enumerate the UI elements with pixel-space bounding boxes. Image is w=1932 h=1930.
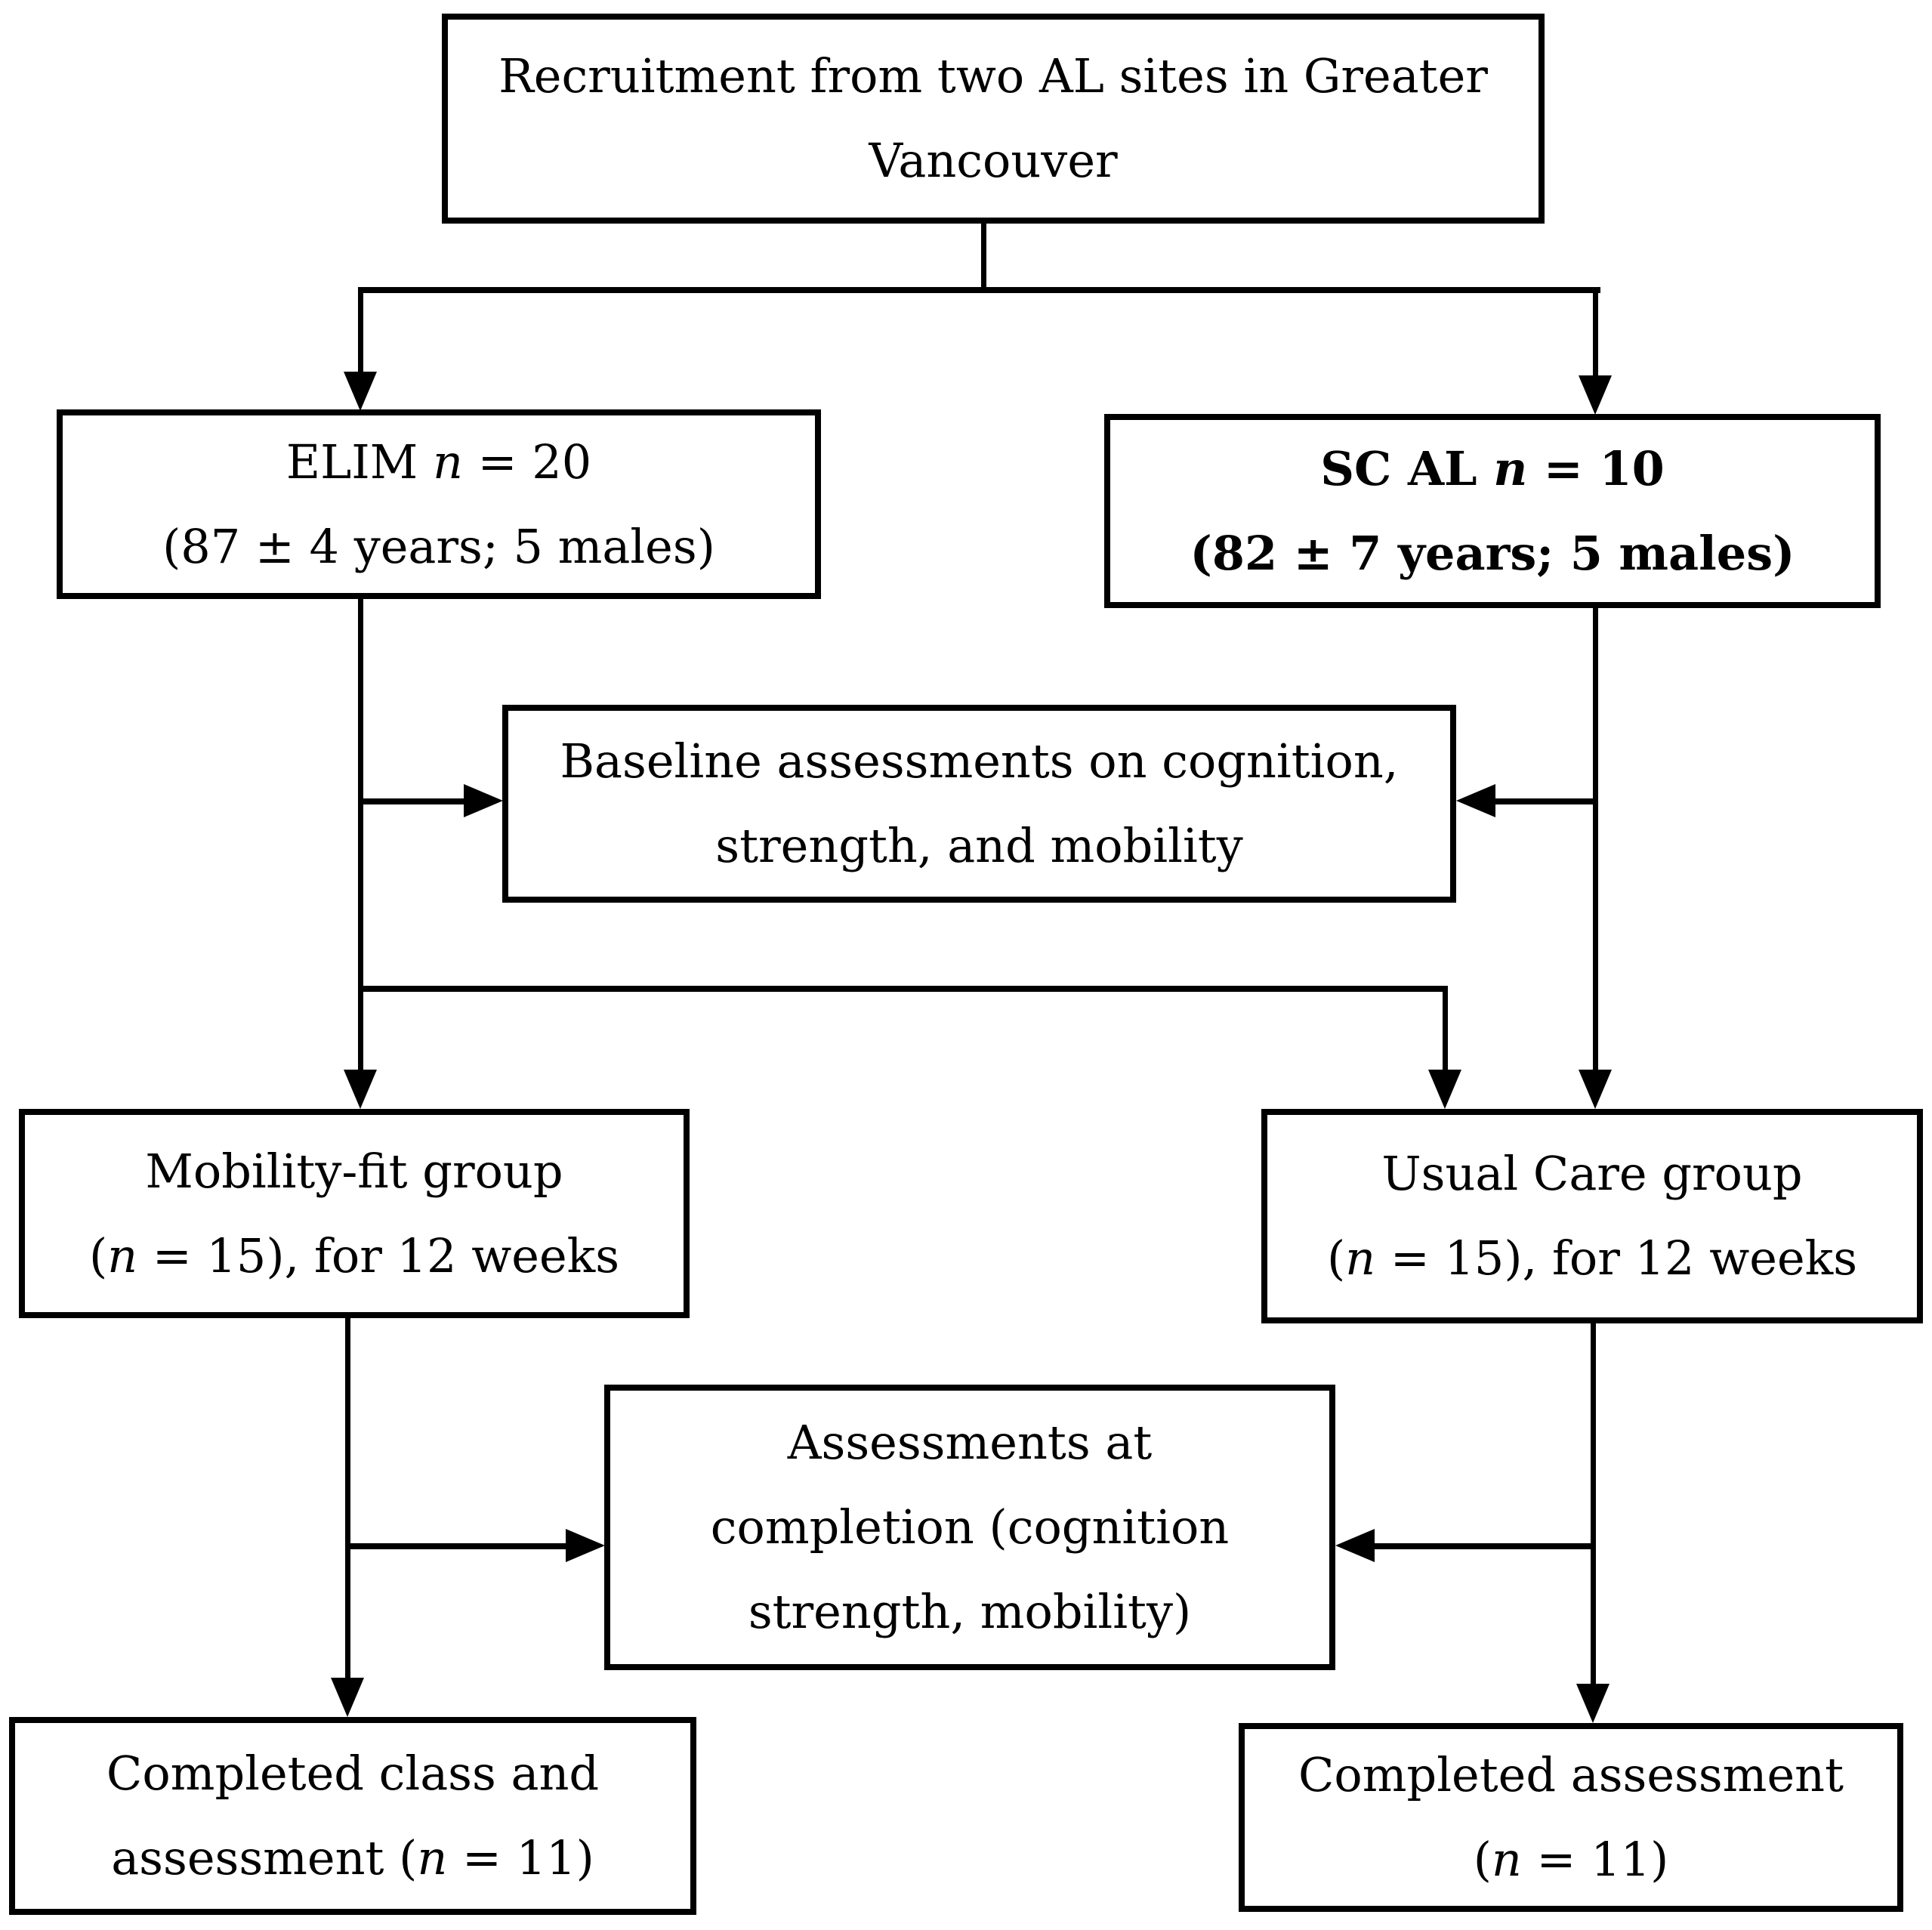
box-completed-class-line2-post: = 11) [447, 1830, 594, 1885]
arrowhead-into-completed-class [331, 1678, 364, 1717]
connector-right-rail [1593, 607, 1598, 1075]
box-scal-line1: SC AL n = 10 [1320, 427, 1664, 511]
box-recruitment-line1: Recruitment from two AL sites in Greater [498, 48, 1488, 103]
connector-to-scal [1593, 292, 1598, 379]
connector-elim-to-baseline [360, 798, 466, 804]
box-completed-assessment-line2-pre: ( [1473, 1832, 1492, 1887]
box-scal: SC AL n = 10 (82 ± 7 years; 5 males) [1104, 414, 1881, 608]
box-elim-line1: ELIM n = 20 [286, 420, 591, 505]
box-scal-line2: (82 ± 7 years; 5 males) [1190, 525, 1795, 581]
connector-usual-care-to-assessments [1375, 1543, 1594, 1549]
box-elim-line1-post: = 20 [462, 434, 592, 489]
box-recruitment-line2: Vancouver [869, 133, 1118, 188]
connector-left-rail [358, 599, 363, 1075]
box-completion-line1: Assessments at [787, 1415, 1153, 1470]
arrowhead-into-assessments-right [1335, 1529, 1375, 1562]
connector-mobility-fit-to-assessments [347, 1543, 566, 1549]
box-recruitment: Recruitment from two AL sites in Greater… [442, 14, 1545, 224]
box-completed-class: Completed class and assessment (n = 11) [9, 1717, 696, 1915]
connector-to-elim [358, 292, 363, 376]
box-mobility-fit-line2-pre: ( [88, 1227, 108, 1283]
box-completed-assessment-line1: Completed assessment [1298, 1747, 1844, 1802]
box-usual-care-line2-pre: ( [1326, 1231, 1346, 1286]
box-completed-assessment-line2-post: = 11) [1521, 1832, 1669, 1887]
connector-mobility-fit-down [345, 1317, 350, 1678]
box-completed-class-line2-pre: assessment ( [111, 1830, 418, 1885]
box-mobility-fit-line2: (n = 15), for 12 weeks [89, 1214, 619, 1299]
box-completed-assessment-line2: (n = 11) [1474, 1817, 1669, 1902]
arrowhead-into-completed-assessment [1576, 1684, 1609, 1723]
box-completion-line2: completion (cognition [710, 1499, 1230, 1555]
box-usual-care-group: Usual Care group (n = 15), for 12 weeks [1261, 1109, 1923, 1323]
arrowhead-into-usual-care-left [1428, 1070, 1461, 1109]
box-baseline-line1: Baseline assessments on cognition, [560, 733, 1399, 789]
arrowhead-into-usual-care-right [1579, 1070, 1612, 1109]
arrowhead-into-elim [344, 372, 377, 411]
connector-split-bar [358, 287, 1600, 293]
box-completed-class-line2-var: n [417, 1830, 448, 1885]
box-completed-assessment-line2-var: n [1491, 1832, 1522, 1887]
box-mobility-fit-line2-var: n [107, 1227, 138, 1283]
box-baseline-assessments: Baseline assessments on cognition, stren… [502, 705, 1456, 903]
box-completed-class-line1: Completed class and [106, 1746, 600, 1801]
box-mobility-fit-line2-post: = 15), for 12 weeks [137, 1227, 620, 1283]
arrowhead-into-assessments-left [566, 1529, 605, 1562]
box-mobility-fit-line1: Mobility-fit group [145, 1143, 563, 1199]
box-elim-line2: (87 ± 4 years; 5 males) [162, 518, 715, 574]
box-scal-line1-pre: SC AL [1320, 440, 1494, 496]
connector-recruitment-stem [981, 223, 986, 292]
box-baseline-line2: strength, and mobility [715, 818, 1243, 873]
box-elim: ELIM n = 20 (87 ± 4 years; 5 males) [57, 409, 821, 599]
box-usual-care-line2-var: n [1345, 1231, 1376, 1286]
box-usual-care-line1: Usual Care group [1381, 1146, 1803, 1201]
connector-scal-to-baseline [1495, 798, 1595, 804]
arrowhead-into-baseline-left [464, 784, 503, 817]
box-scal-line1-var: n [1493, 440, 1528, 496]
box-usual-care-line2-post: = 15), for 12 weeks [1375, 1231, 1858, 1286]
arrowhead-into-baseline-right [1456, 784, 1495, 817]
box-elim-line1-pre: ELIM [285, 434, 433, 489]
box-mobility-fit-group: Mobility-fit group (n = 15), for 12 week… [19, 1109, 690, 1318]
connector-crossover-bar [358, 986, 1448, 992]
box-elim-line1-var: n [432, 434, 463, 489]
connector-usual-care-down [1591, 1323, 1596, 1684]
box-completion-assessments: Assessments at completion (cognition str… [604, 1385, 1335, 1670]
box-completed-class-line2: assessment (n = 11) [111, 1816, 594, 1901]
arrowhead-into-scal [1579, 375, 1612, 415]
connector-crossover-drop [1443, 986, 1448, 1070]
box-completion-line3: strength, mobility) [748, 1584, 1192, 1639]
box-completed-assessment: Completed assessment (n = 11) [1239, 1723, 1903, 1912]
box-scal-line1-post: = 10 [1527, 440, 1665, 496]
arrowhead-into-mobility-fit [344, 1070, 377, 1109]
box-usual-care-line2: (n = 15), for 12 weeks [1327, 1216, 1857, 1301]
